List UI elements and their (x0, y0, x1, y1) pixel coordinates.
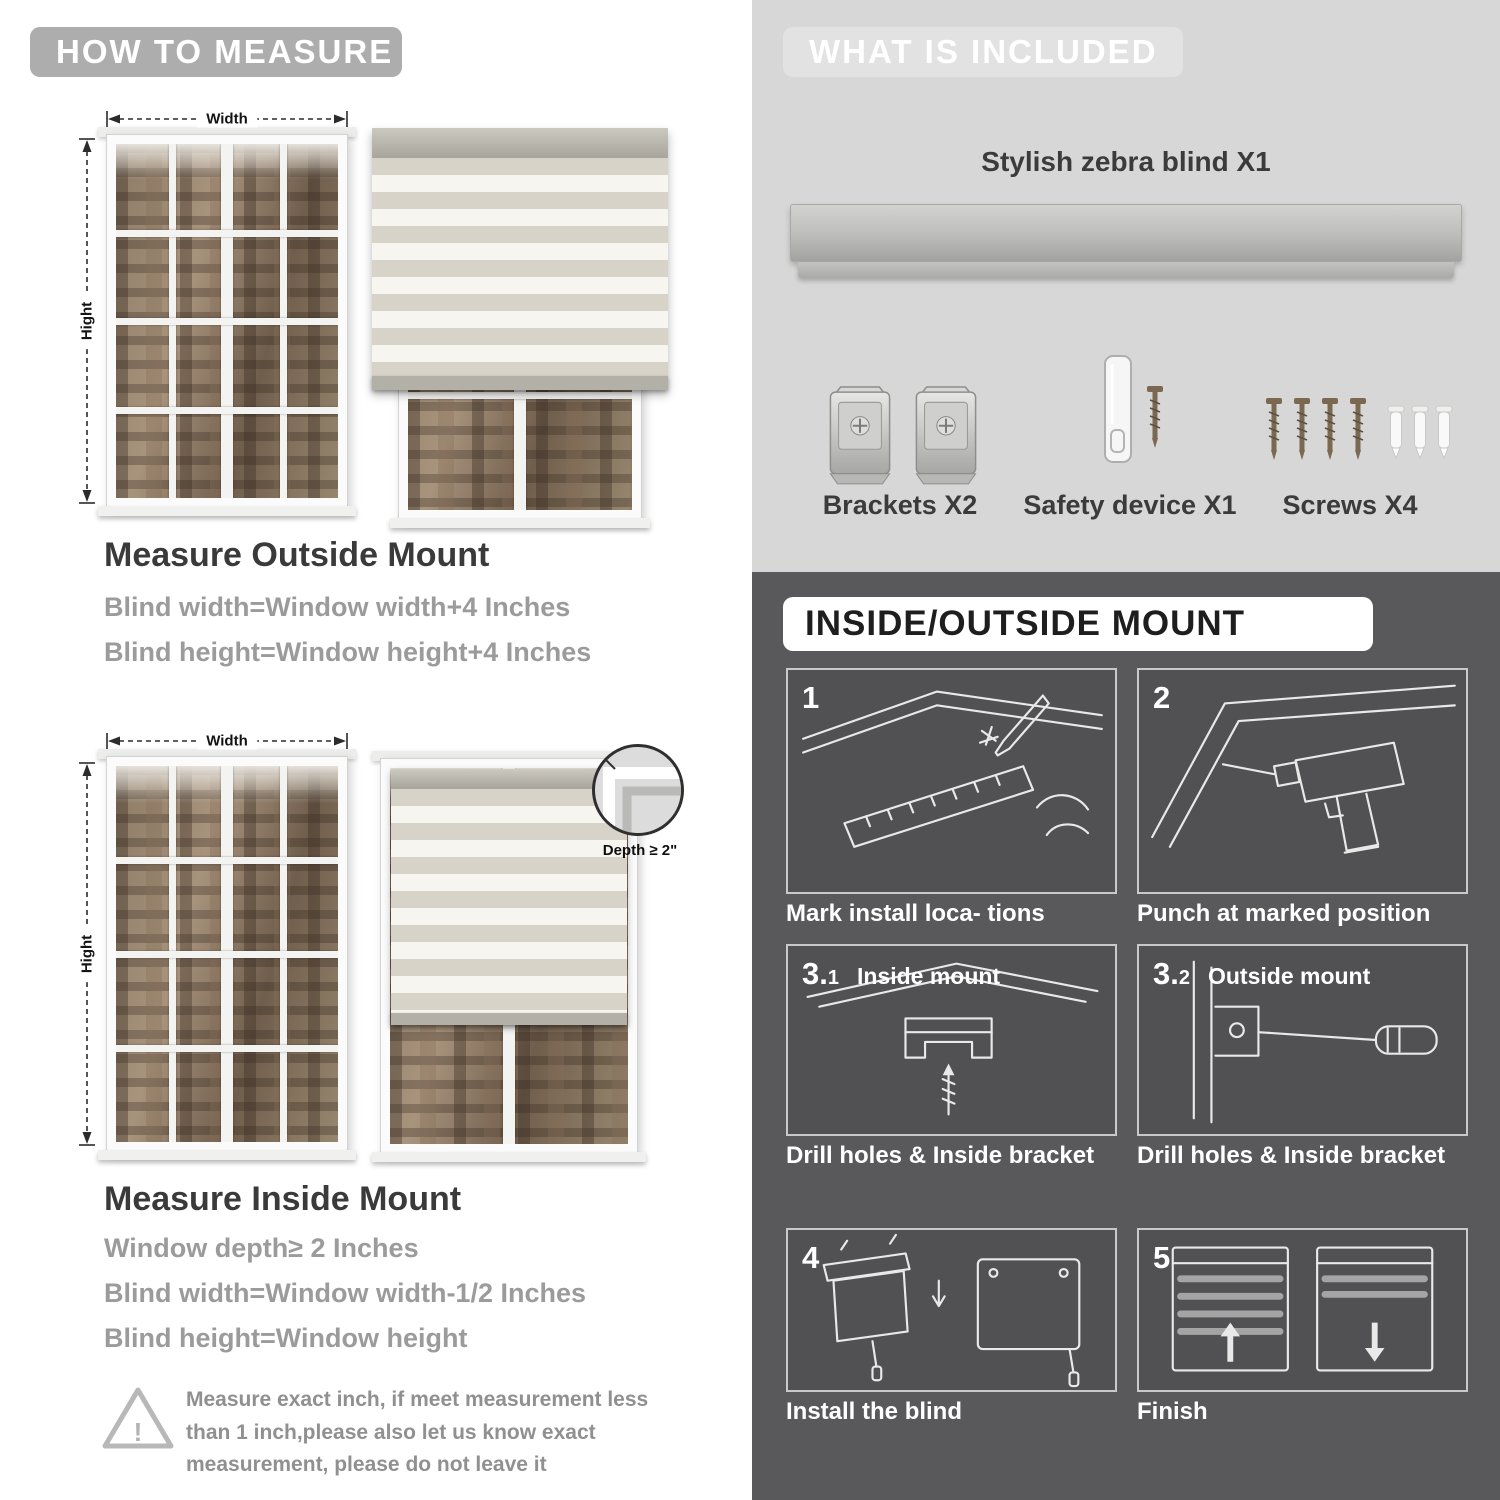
outside-mount-title: Measure Outside Mount (104, 536, 490, 574)
how-to-measure-header-text: HOW TO MEASURE (56, 33, 394, 70)
screws-label: Screws X4 (1282, 490, 1418, 520)
step-panel-1: 1 (786, 668, 1117, 894)
outside-rule-2: Blind height=Window height+4 Inches (104, 637, 592, 667)
product-label: Stylish zebra blind X1 (981, 146, 1271, 177)
window-illustration-inside (98, 749, 356, 1160)
warning-text: Measure exact inch, if meet measurement … (186, 1388, 649, 1477)
headrail-graphic (790, 204, 1462, 262)
how-to-measure-header: HOW TO MEASURE (30, 27, 402, 77)
zebra-blind-graphic (391, 769, 627, 1025)
bracket-icon (829, 386, 891, 485)
outside-rule-1: Blind width=Window width+4 Inches (104, 592, 571, 622)
step-number: 4 (802, 1240, 820, 1275)
step-panel-4: 4 (786, 1228, 1117, 1392)
height-label: Hight (78, 292, 96, 350)
blind-zebra-fabric (372, 158, 668, 376)
window-illustration-outside (98, 127, 356, 516)
step-caption-1: Mark install loca- tions (786, 900, 1045, 927)
included-header: WHAT IS INCLUDED (783, 27, 1183, 77)
step-number: 3.2 (1153, 956, 1190, 991)
inside-mount-blind-illustration (372, 751, 646, 1162)
depth-zoom-circle (592, 744, 684, 836)
headrail-lip-graphic (798, 262, 1454, 278)
frame-corner-icon (599, 753, 681, 833)
window-frame (106, 134, 348, 508)
window-photo (116, 144, 338, 498)
step-number: 3.1 (802, 956, 839, 991)
how-to-measure-panel: HOW TO MEASURE Width (30, 27, 684, 1477)
brackets-label: Brackets X2 (822, 490, 978, 520)
step-number: 1 (802, 680, 820, 715)
window-sill (98, 506, 356, 516)
mount-header-text: INSIDE/OUTSIDE MOUNT (805, 604, 1246, 643)
depth-note: Depth ≥ 2" (602, 842, 678, 859)
inside-rule-1: Window depth≥ 2 Inches (104, 1233, 419, 1263)
inside-rule-3: Blind height=Window height (104, 1323, 468, 1353)
mount-steps-panel: INSIDE/OUTSIDE MOUNT 1 Mark install (752, 572, 1500, 1500)
drill-illustration (1151, 684, 1456, 854)
step-label: Inside mount (856, 963, 1001, 989)
warning-mark: ! (133, 1417, 143, 1447)
install-blind-illustration (822, 1233, 1081, 1388)
step-panel-2: 2 (1137, 668, 1468, 894)
blind-bottomrail (372, 376, 668, 390)
finish-illustration (1171, 1246, 1434, 1372)
outside-mount-blind-illustration (372, 128, 668, 528)
height-dimension-inside: Hight (78, 762, 96, 1146)
screws-icon (1258, 390, 1453, 476)
width-dimension-outside: Width (106, 110, 348, 128)
mount-header: INSIDE/OUTSIDE MOUNT (783, 597, 1373, 651)
step-caption-2: Punch at marked position (1137, 900, 1431, 927)
included-header-text: WHAT IS INCLUDED (809, 33, 1158, 70)
window-lintel (98, 127, 356, 137)
height-arrow-icon (79, 762, 95, 1146)
mark-locations-illustration (802, 690, 1103, 848)
width-dimension-inside: Width (106, 732, 348, 750)
step-caption-4: Install the blind (786, 1398, 963, 1425)
step-label: Outside mount (1207, 963, 1371, 989)
inside-bracket-illustration (806, 962, 1099, 1116)
step-panel-5: 5 (1137, 1228, 1468, 1392)
step-panel-3-1: 3.1 Inside mount (786, 944, 1117, 1136)
zebra-blind-graphic (372, 128, 668, 390)
what-is-included-panel: WHAT IS INCLUDED Stylish zebra blind X1 (752, 0, 1500, 572)
step-caption-3-2: Drill holes & Inside bracket (1137, 1142, 1446, 1169)
height-label: Hight (78, 925, 96, 983)
inside-rule-2: Blind width=Window width-1/2 Inches (104, 1278, 587, 1308)
step-caption-5: Finish (1137, 1398, 1208, 1425)
height-dimension-outside: Hight (78, 138, 96, 504)
safety-device-label: Safety device X1 (1023, 490, 1237, 520)
bracket-icon (915, 386, 977, 485)
step-panel-3-2: 3.2 Outside mount (1137, 944, 1468, 1136)
step-number: 5 (1153, 1240, 1171, 1275)
safety-device-icon (1104, 355, 1185, 463)
width-label: Width (197, 732, 257, 750)
outside-bracket-illustration (1192, 960, 1438, 1124)
blind-headrail (372, 128, 668, 158)
width-label: Width (197, 110, 257, 128)
step-caption-3-1: Drill holes & Inside bracket (786, 1142, 1095, 1169)
warning-icon: ! (100, 1384, 176, 1454)
step-number: 2 (1153, 680, 1171, 715)
warning-triangle-icon (102, 1387, 174, 1449)
height-arrow-icon (79, 138, 95, 504)
inside-mount-title: Measure Inside Mount (104, 1180, 462, 1218)
